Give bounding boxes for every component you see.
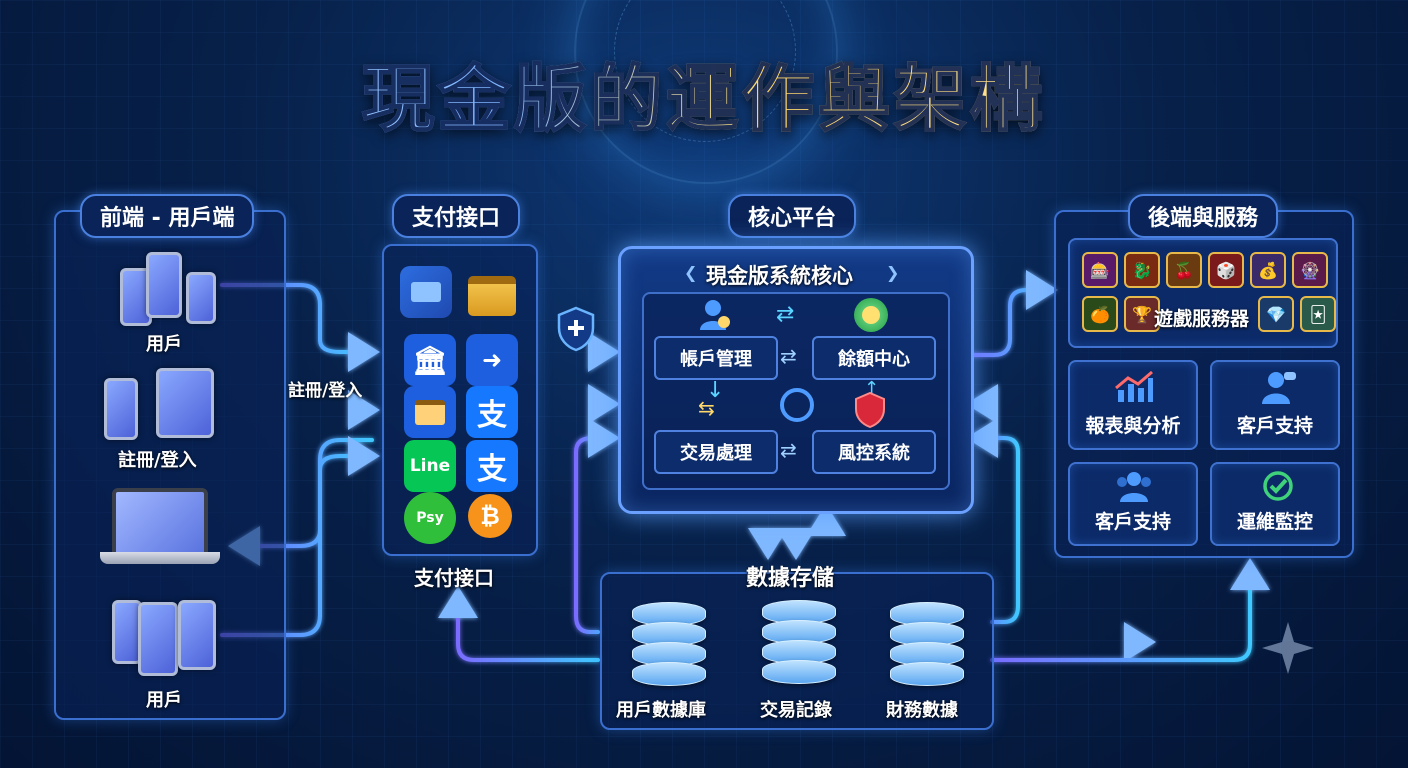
payment-footer: 支付接口	[414, 566, 494, 590]
paypay-icon: Psy	[404, 492, 456, 544]
bank-icon: 🏛	[404, 334, 456, 386]
reports-analytics-tile[interactable]: 報表與分析	[1068, 360, 1198, 450]
database-icon	[890, 602, 964, 686]
game-icon: 🍒	[1166, 252, 1202, 288]
tablet-icon	[156, 368, 214, 438]
wire-core-to-backend	[968, 270, 1058, 357]
game-icon: 🃏	[1300, 296, 1336, 332]
ops-monitoring-tile[interactable]: 運維監控	[1210, 462, 1340, 546]
customer-support-tile[interactable]: 客戶支持	[1210, 360, 1340, 450]
sync-icon	[780, 388, 814, 422]
check-circle-icon	[1262, 470, 1294, 502]
risk-control-module: 風控系統	[812, 430, 936, 474]
storage-header: 數據存儲	[746, 566, 835, 591]
db-label-users: 用戶數據庫	[616, 700, 706, 721]
wire-storage-to-core	[574, 418, 620, 634]
swap-arrows-icon: ⇄	[776, 302, 795, 327]
security-shield-icon	[556, 306, 596, 352]
frontend-label-register: 註冊/登入	[118, 450, 197, 471]
wire-tablet-to-payment	[220, 436, 380, 637]
game-icon: 🐉	[1124, 252, 1160, 288]
core-header: 核心平台	[728, 194, 857, 238]
phone-icon	[138, 602, 178, 676]
chevron-left-icon: ❮	[684, 263, 698, 282]
tile-label: 客戶支持	[1236, 415, 1313, 437]
balance-coin-icon	[854, 298, 888, 332]
database-icon	[632, 602, 706, 686]
account-management-module: 帳戶管理	[654, 336, 778, 380]
tile-label: 運維監控	[1236, 511, 1313, 533]
database-icon	[762, 600, 836, 684]
game-icon: 🎡	[1292, 252, 1328, 288]
wire-storage-to-backend-2	[990, 558, 1270, 662]
page-title: 現金版的運作與架構	[0, 40, 1408, 145]
customer-support-tile-2[interactable]: 客戶支持	[1068, 462, 1198, 546]
game-icon: 🏆	[1124, 296, 1160, 332]
game-icon: 💎	[1258, 296, 1294, 332]
risk-shield-icon	[854, 391, 886, 429]
alipay-icon: 支	[466, 440, 518, 492]
sparkle-icon	[1262, 622, 1314, 674]
balance-center-module: 餘額中心	[812, 336, 936, 380]
phone-icon	[104, 378, 138, 440]
game-icon: 🎲	[1208, 252, 1244, 288]
game-server-label: 遊戲服務器	[1154, 308, 1250, 330]
tile-label: 客戶支持	[1094, 511, 1171, 533]
phone-icon	[112, 600, 142, 664]
swap-arrows-icon: ⇄	[780, 344, 797, 368]
support-agent-icon	[1260, 370, 1296, 404]
tile-label: 報表與分析	[1085, 415, 1181, 437]
transfer-icon: ➜	[466, 334, 518, 386]
backend-header: 後端與服務	[1128, 194, 1279, 238]
wire-user-to-payment	[220, 283, 380, 372]
db-label-transactions: 交易記錄	[760, 700, 832, 721]
swap-arrows-icon: ⇄	[780, 438, 797, 462]
phone-icon	[186, 272, 216, 324]
laptop-base	[100, 552, 220, 564]
wire-storage-up-to-core	[966, 418, 1020, 624]
phone-icon	[178, 600, 216, 670]
line-pay-icon: Line	[404, 440, 456, 492]
bar-chart-icon	[1114, 370, 1154, 404]
arrow-down-icon: ↓	[706, 378, 725, 403]
wire-storage-to-payment	[438, 586, 600, 662]
frontend-label-user: 用戶	[146, 334, 182, 355]
frontend-header: 前端 - 用戶端	[80, 194, 255, 238]
transaction-processing-module: 交易處理	[654, 430, 778, 474]
game-icon: 🍊	[1082, 296, 1118, 332]
game-icon: 💰	[1250, 252, 1286, 288]
register-login-label: 註冊/登入	[288, 381, 363, 401]
transaction-arrows-icon: ⇆	[698, 396, 715, 420]
game-icon: 🎰	[1082, 252, 1118, 288]
frontend-label-user-2: 用戶	[146, 690, 182, 711]
bitcoin-icon: ₿	[468, 494, 512, 538]
card-icon	[404, 386, 456, 438]
laptop-icon	[112, 488, 208, 556]
db-label-finance: 財務數據	[886, 700, 958, 721]
core-title: 現金版系統核心	[706, 264, 853, 288]
alipay-icon: 支	[466, 386, 518, 438]
e-wallet-icon	[400, 266, 452, 318]
phone-icon	[146, 252, 182, 318]
chevron-right-icon: ❯	[886, 263, 900, 282]
user-account-icon	[698, 298, 732, 332]
credit-card-icon	[466, 270, 518, 322]
payment-header: 支付接口	[392, 194, 521, 238]
user-group-icon	[1114, 470, 1154, 502]
